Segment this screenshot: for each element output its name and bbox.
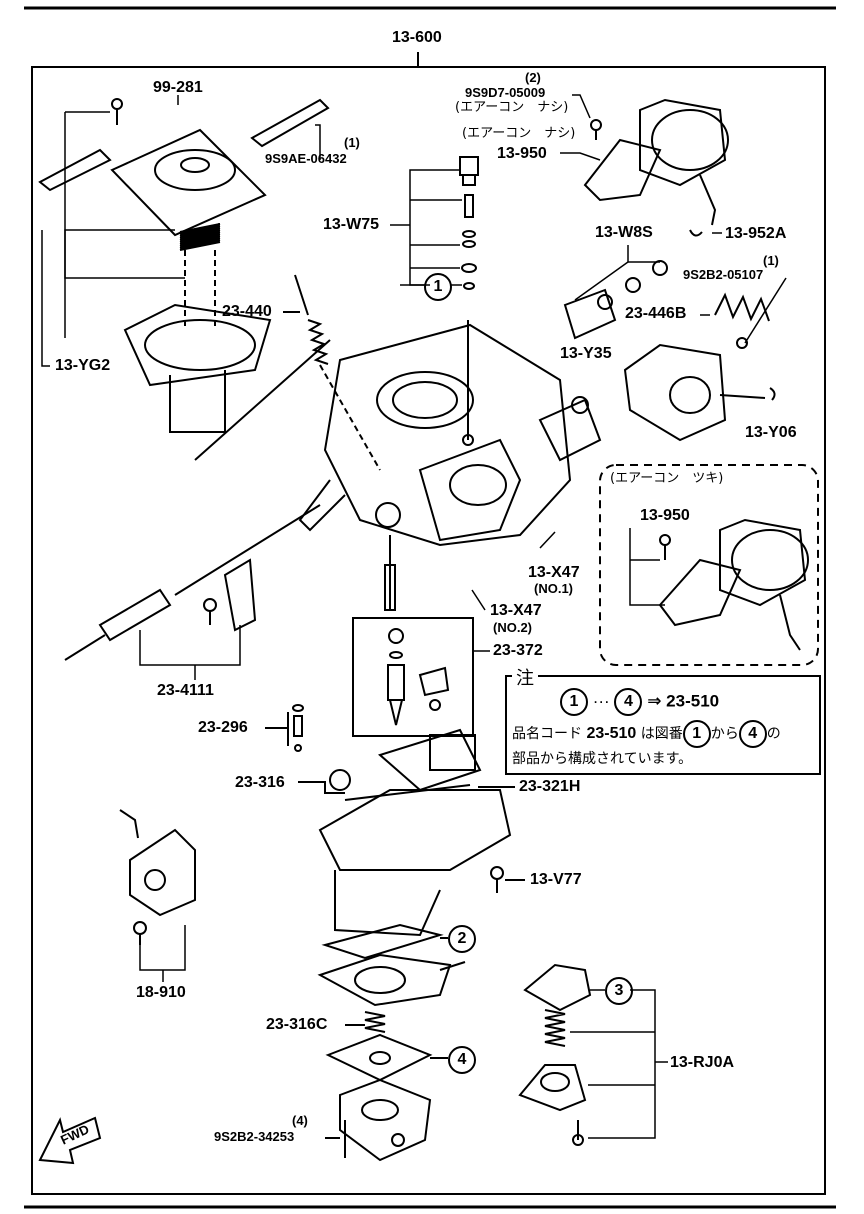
ref-23-446b[interactable]: 23-446B [625, 305, 687, 322]
note-line-1: 1 ··· 4 ⇒ 23-510 [560, 688, 719, 716]
note-text-d: の [766, 726, 781, 742]
carburetor-body-icon [298, 320, 602, 547]
ref-23-440[interactable]: 23-440 [222, 303, 272, 320]
note-line2-to: 4 [738, 720, 767, 748]
ref-13-950-top[interactable]: 13-950 [497, 145, 547, 162]
note-to-callout: 4 [614, 688, 643, 716]
note-arrow: ⇒ [647, 691, 662, 712]
callout-1[interactable]: 1 [424, 273, 452, 301]
float-bowl-icon [318, 728, 515, 937]
aircon-actuator-icon [658, 518, 809, 651]
note-target[interactable]: 23-510 [666, 691, 720, 711]
ref-13-y06[interactable]: 13-Y06 [745, 424, 797, 441]
ref-18-910[interactable]: 18-910 [136, 984, 186, 1001]
note-text-b: は図番 [640, 726, 683, 742]
fwd-arrow-icon [38, 1116, 102, 1165]
ref-13-y35[interactable]: 13-Y35 [560, 345, 612, 362]
ref-13-w75[interactable]: 13-W75 [323, 216, 380, 233]
callout-2[interactable]: 2 [448, 925, 476, 953]
ref-13-rj0a[interactable]: 13-RJ0A [670, 1054, 735, 1071]
note-line-3: 部品から構成されています。 [512, 751, 693, 767]
ref-13-952a[interactable]: 13-952A [725, 225, 787, 242]
rj0a-leaders [570, 989, 668, 1139]
qty-9s2b2-05107: (1) [763, 253, 779, 268]
top-ref-label[interactable]: 13-600 [392, 29, 442, 46]
screw-spring-icon [283, 274, 381, 471]
v77-screw-icon [490, 866, 525, 893]
ref-13-v77[interactable]: 13-V77 [530, 871, 582, 888]
ref-23-4111[interactable]: 23-4111 [157, 682, 214, 699]
w75-jets-icon [459, 156, 479, 290]
diaphragm-cover-icon [38, 98, 331, 461]
ref-13-yg2[interactable]: 13-YG2 [55, 357, 111, 374]
aircon-leaders [629, 528, 665, 606]
lower-housing-icon [317, 923, 466, 1162]
note-dots: ··· [592, 691, 610, 711]
w8s-leaders [574, 245, 787, 344]
note-text-a: 品名コード [512, 726, 582, 742]
s910-leaders [139, 925, 186, 982]
label-no1: (NO.1) [534, 581, 573, 596]
vacuum-actuator-icon [583, 98, 729, 237]
callout-3[interactable]: 3 [605, 977, 633, 1005]
main-frame [31, 66, 826, 1195]
note-aircon-none-2: (エアーコン ナシ) [462, 126, 576, 141]
ref-9s2b2-05107[interactable]: 9S2B2-05107 [683, 267, 764, 282]
choke-cluster-icon [563, 260, 776, 442]
callout-4[interactable]: 4 [448, 1046, 476, 1074]
note-from-callout: 1 [560, 688, 588, 716]
s4111-leaders [139, 625, 241, 680]
aircon-box [599, 464, 819, 666]
note-aircon-none-1: (エアーコン ナシ) [455, 100, 569, 115]
ref-23-316c[interactable]: 23-316C [266, 1016, 328, 1033]
note-box [505, 675, 821, 775]
throttle-sensor-icon [119, 809, 196, 945]
gasket-oring-icon [265, 704, 351, 794]
yg2-leaders [41, 111, 185, 367]
solenoid-icon [64, 504, 321, 661]
ref-99-281[interactable]: 99-281 [153, 79, 203, 96]
ref-23-316[interactable]: 23-316 [235, 774, 285, 791]
ref-13-x47-no1[interactable]: 13-X47 [528, 564, 580, 581]
w75-leaders [390, 169, 462, 286]
ref-23-372[interactable]: 23-372 [493, 642, 543, 659]
ref-13-w8s[interactable]: 13-W8S [595, 224, 653, 241]
note-code[interactable]: 23-510 [586, 725, 637, 742]
ref-13-x47-no2[interactable]: 13-X47 [490, 602, 542, 619]
ref-23-321h[interactable]: 23-321H [519, 778, 581, 795]
note-line2-from: 1 [682, 720, 711, 748]
note-title: 注 [512, 664, 538, 690]
rj0a-parts-icon [518, 963, 592, 1146]
ref-23-296[interactable]: 23-296 [198, 719, 248, 736]
note-text-c: から [710, 726, 739, 742]
ref-13-950-aircon[interactable]: 13-950 [640, 507, 690, 524]
ref-9s9ae-06432[interactable]: 9S9AE-06432 [265, 151, 347, 166]
qty-9s9d7: (2) [525, 70, 541, 85]
qty-9s2b2-34253: (4) [292, 1113, 308, 1128]
qty-9s9ae: (1) [344, 135, 360, 150]
note-aircon-with: (エアーコン ツキ) [610, 471, 724, 486]
label-no2: (NO.2) [493, 620, 532, 635]
ref-9s2b2-34253[interactable]: 9S2B2-34253 [214, 1129, 295, 1144]
needle-valve-icon [352, 535, 474, 737]
ref-9s9d7-05009[interactable]: 9S9D7-05009 [465, 85, 546, 100]
